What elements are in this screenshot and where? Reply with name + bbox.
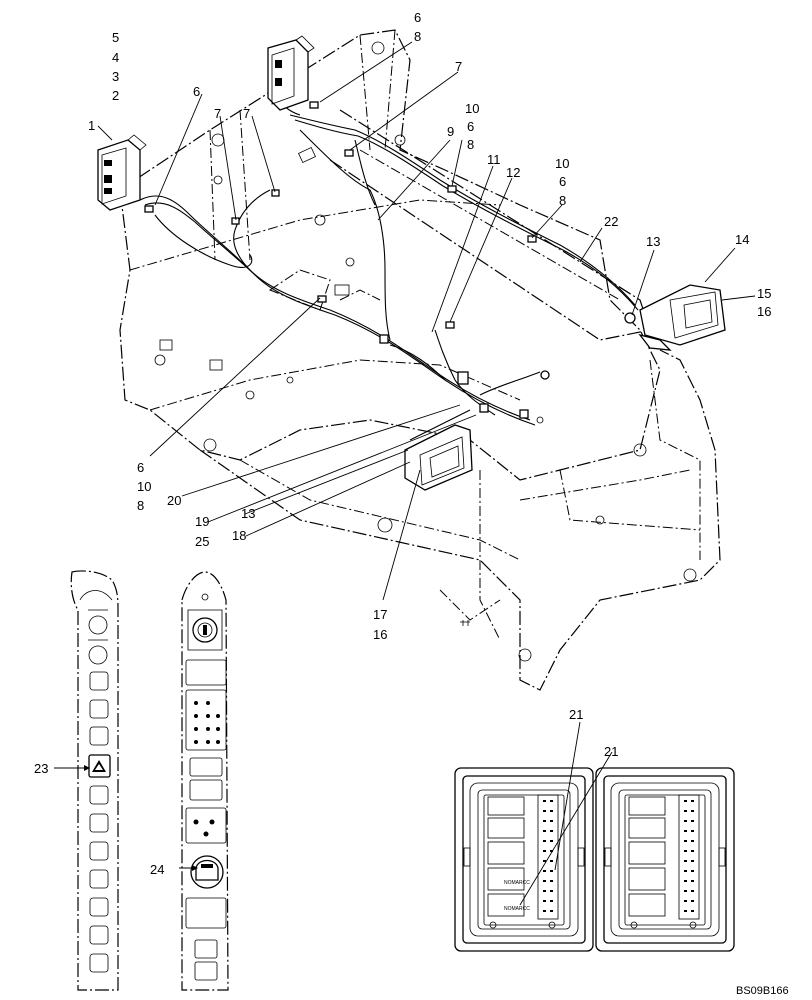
left-console-switches [88, 671, 111, 973]
arrowhead [84, 765, 90, 771]
callout-2: 2 [112, 88, 119, 103]
left-console-side-view [70, 570, 119, 991]
arrowhead [192, 865, 198, 871]
harness-clips [144, 101, 636, 419]
callout-6: 6 [193, 84, 200, 99]
callout-14: 14 [735, 232, 749, 247]
callout-8: 8 [467, 137, 474, 152]
callout-24: 24 [150, 862, 164, 877]
switch-panel-left: NOMARCC NOMARCC [454, 767, 594, 952]
drawing-code: BS09B166 [736, 985, 789, 997]
callout-7: 7 [243, 106, 250, 121]
rotary-knob-icon [190, 855, 224, 889]
callout-7: 7 [214, 106, 221, 121]
callout-10: 10 [555, 156, 569, 171]
callout-8: 8 [137, 498, 144, 513]
callout-5: 5 [112, 30, 119, 45]
warning-triangle-icon [92, 760, 106, 772]
callout-16: 16 [757, 304, 771, 319]
callout-23: 23 [34, 761, 48, 776]
callout-11: 11 [487, 152, 501, 167]
callout-18: 18 [232, 528, 246, 543]
callout-6: 6 [414, 10, 421, 25]
callout-13: 13 [646, 234, 660, 249]
front-left-work-light [97, 134, 147, 211]
callout-16: 16 [373, 627, 387, 642]
callout-10: 10 [465, 101, 479, 116]
switch-legend: NOMARCC [504, 906, 530, 912]
callout-6: 6 [467, 119, 474, 134]
callout-4: 4 [112, 50, 119, 65]
callout-8: 8 [559, 193, 566, 208]
callout-1: 1 [88, 118, 95, 133]
callout-7: 7 [455, 59, 462, 74]
callout-19: 19 [195, 514, 209, 529]
upper-work-light [267, 35, 315, 111]
callout-10: 10 [137, 479, 151, 494]
callout-9: 9 [447, 124, 454, 139]
callout-12: 12 [506, 165, 520, 180]
loader-frame-phantom [119, 29, 721, 691]
callout-3: 3 [112, 69, 119, 84]
callout-21: 21 [569, 707, 583, 722]
key-switch-icon [192, 617, 218, 643]
callout-6: 6 [559, 174, 566, 189]
rear-left-lamp [404, 424, 473, 491]
switch-legend: NOMARCC [504, 880, 530, 886]
right-console-view [181, 571, 229, 991]
callout-13: 13 [241, 506, 255, 521]
callout-25: 25 [195, 534, 209, 549]
leader-lines [54, 41, 756, 906]
callout-labels: 5 4 3 2 1 6 7 7 6 8 7 10 6 8 9 11 12 10 … [34, 10, 789, 997]
wire-harness [139, 84, 639, 441]
callout-21: 21 [604, 744, 618, 759]
switch-panel-right [595, 767, 735, 952]
callout-8: 8 [414, 29, 421, 44]
callout-6: 6 [137, 460, 144, 475]
callout-17: 17 [373, 607, 387, 622]
callout-22: 22 [604, 214, 618, 229]
rear-right-lamp [638, 284, 726, 351]
callout-20: 20 [167, 493, 181, 508]
callout-15: 15 [757, 286, 771, 301]
